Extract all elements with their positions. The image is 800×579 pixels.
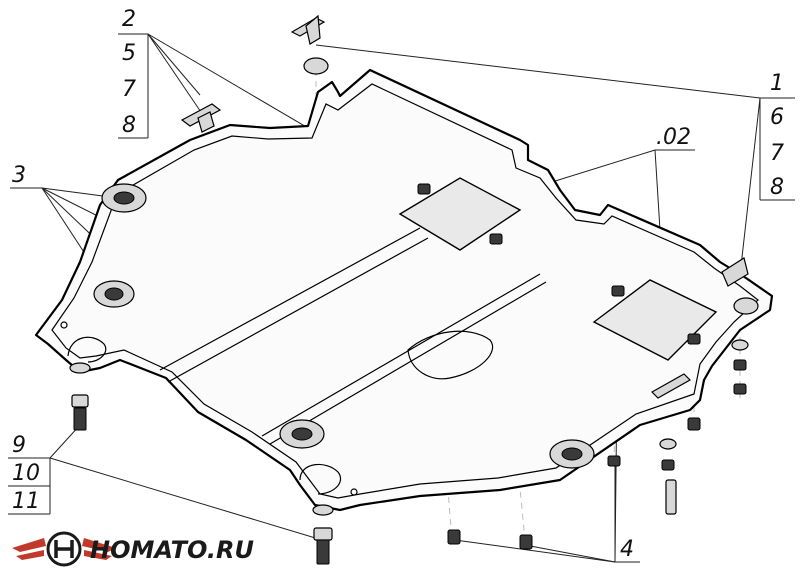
hatch-02-rear [592, 279, 718, 361]
hatch-02-front [398, 177, 522, 251]
callout-1: 1 [770, 71, 784, 96]
callout-6: 6 [770, 105, 784, 130]
callout-11: 11 [12, 489, 40, 514]
skid-plate [34, 68, 774, 512]
callout-labels: 2 5 7 8 1 6 7 8 3 .02 4 9 10 11 [12, 7, 784, 562]
logo-emblem-icon [12, 531, 116, 567]
callout-10: 10 [12, 461, 40, 486]
callout-5: 5 [122, 41, 136, 66]
logo-text: HOMATO.RU [90, 536, 254, 564]
logo: HOMATO.RU [12, 531, 254, 567]
brackets [180, 14, 749, 399]
callout-4: 4 [620, 537, 634, 562]
callout-7-left: 7 [122, 77, 136, 102]
callout-8-left: 8 [122, 113, 136, 138]
callout-02: .02 [656, 125, 691, 150]
callout-9: 9 [12, 433, 26, 458]
callout-3: 3 [12, 163, 26, 188]
callout-2: 2 [122, 7, 136, 32]
fasteners [69, 183, 749, 565]
callout-7-right: 7 [770, 141, 784, 166]
callout-8-right: 8 [770, 175, 784, 200]
mounting-bosses [93, 57, 759, 469]
